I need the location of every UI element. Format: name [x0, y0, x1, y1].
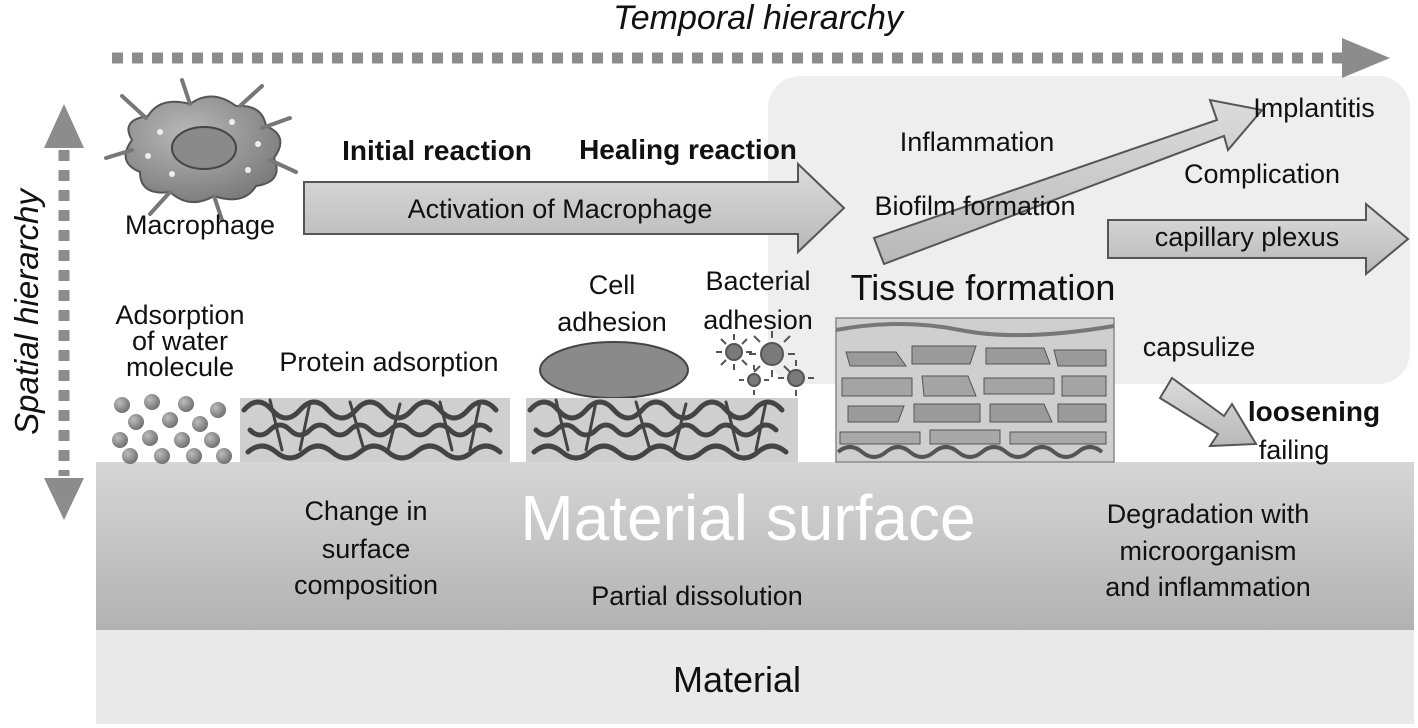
activation-arrow — [303, 161, 846, 255]
bacteria-label-line2: adhesion — [703, 305, 813, 335]
water-label-line1: Adsorption — [115, 300, 244, 330]
water-label-line2: of water — [132, 326, 228, 356]
protein-label: Protein adsorption — [279, 347, 498, 377]
cell-label-line2: adhesion — [557, 307, 667, 337]
failing-label: failing — [1259, 435, 1330, 465]
activation-label: Activation of Macrophage — [408, 194, 713, 224]
capillary-label: capillary plexus — [1155, 222, 1340, 252]
macrophage-icon — [104, 78, 298, 222]
dissolution-label: Partial dissolution — [591, 581, 803, 611]
capsulize-label: capsulize — [1143, 332, 1256, 362]
cell-illustration — [539, 341, 689, 399]
capillary-arrow — [1107, 201, 1410, 277]
material-surface-layer — [96, 462, 1414, 630]
spatial-axis-arrow — [44, 104, 84, 520]
material-title: Material — [673, 659, 801, 700]
material-layer — [96, 628, 1414, 724]
tissue-formation-label: Tissue formation — [851, 267, 1116, 308]
material-surface-title: Material surface — [520, 482, 975, 554]
temporal-axis-label: Temporal hierarchy — [613, 0, 905, 37]
initial-reaction-label: Initial reaction — [342, 135, 532, 166]
biofilm-label: Biofilm formation — [874, 191, 1075, 221]
inflammation-label: Inflammation — [900, 127, 1055, 157]
macrophage-label: Macrophage — [125, 210, 275, 240]
tissue-illustration — [835, 317, 1115, 463]
degradation-label-line3: and inflammation — [1105, 572, 1311, 602]
spatial-axis-label: Spatial hierarchy — [8, 187, 45, 435]
outcome-panel — [768, 76, 1410, 384]
implantitis-label: Implantitis — [1253, 93, 1375, 123]
temporal-axis-arrow — [112, 38, 1390, 78]
degradation-label-line1: Degradation with — [1107, 499, 1310, 529]
water-label-line3: molecule — [126, 352, 234, 382]
bacteria-illustration — [716, 331, 814, 396]
degradation-label-line2: microorganism — [1119, 536, 1296, 566]
protein-illustration-1 — [240, 398, 510, 462]
complication-label: Complication — [1184, 159, 1340, 189]
change-label-line3: composition — [294, 570, 438, 600]
loosening-arrow — [1158, 376, 1258, 448]
change-label-line2: surface — [322, 534, 411, 564]
cell-label-line1: Cell — [589, 270, 636, 300]
change-label-line1: Change in — [304, 496, 427, 526]
bacteria-label-line1: Bacterial — [705, 266, 810, 296]
healing-reaction-label: Healing reaction — [579, 134, 797, 165]
loosening-label: loosening — [1248, 396, 1380, 427]
implantitis-arrow — [872, 98, 1264, 266]
water-molecules-illustration — [112, 394, 232, 464]
protein-illustration-2 — [526, 398, 798, 462]
